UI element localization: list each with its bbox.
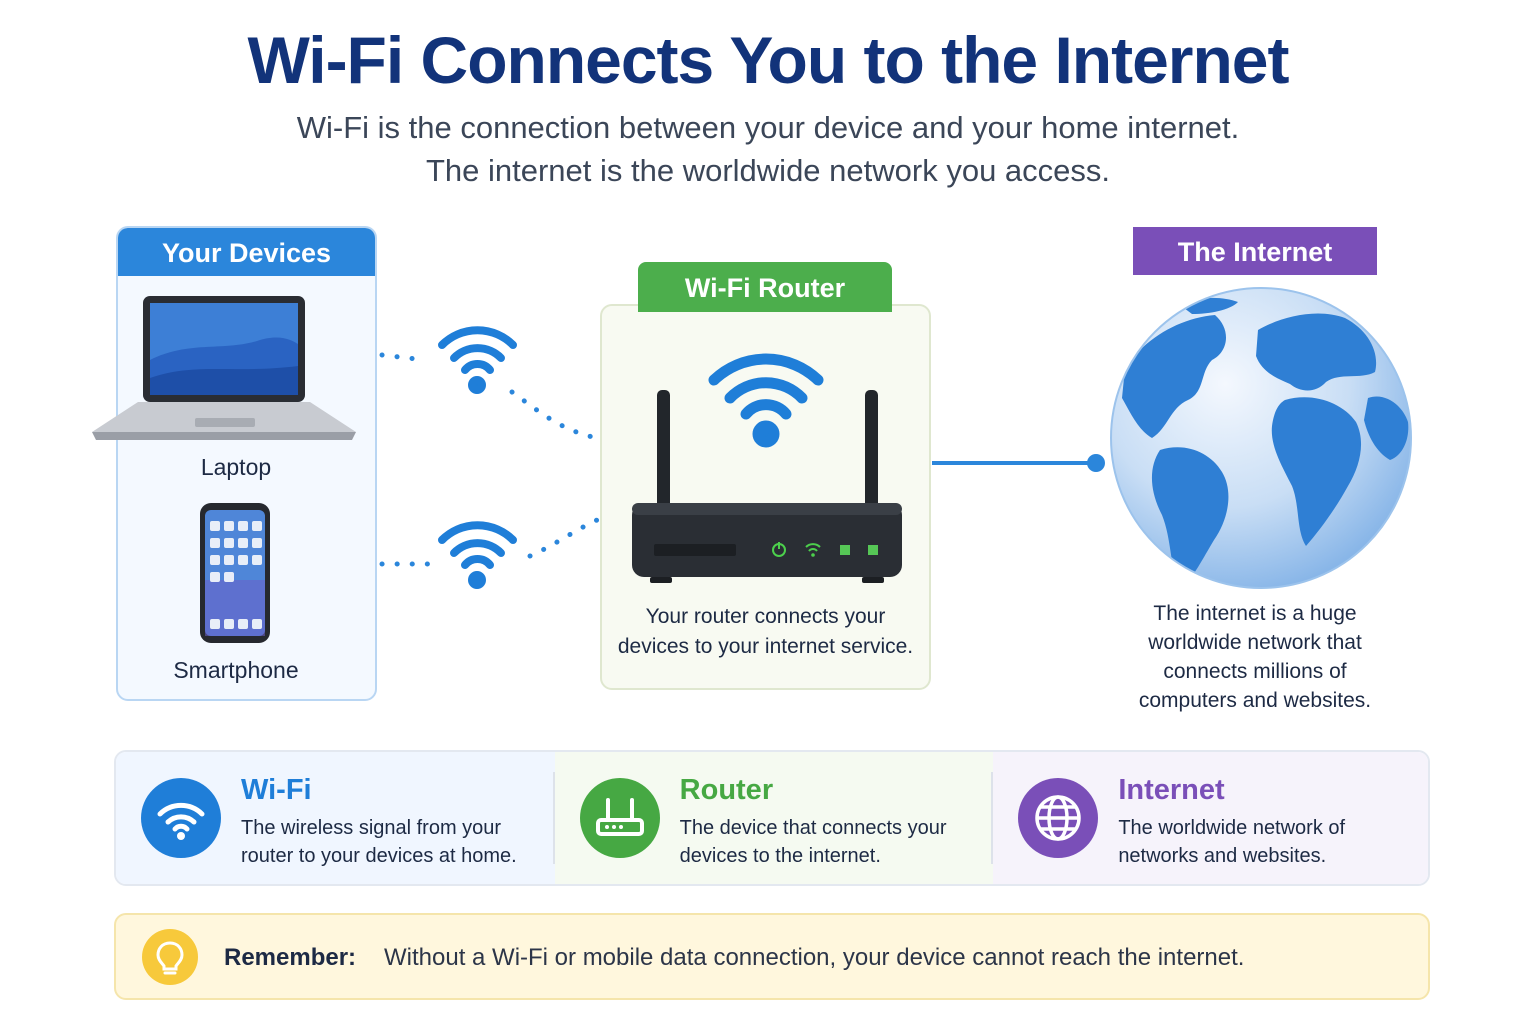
router-internet-connection [932,454,1105,472]
legend-text-internet-line-1: The worldwide network of [1118,817,1346,839]
legend-text-wifi: The wireless signal from your router to … [241,814,541,870]
subtitle-line-1: Wi-Fi is the connection between your dev… [296,110,1240,145]
router-description-line-2: devices to your internet service. [617,635,914,658]
globe-icon [1110,287,1412,589]
internet-description-line-3: connects millions of [1163,660,1347,683]
router-icon-illustration [632,390,902,583]
internet-description: The internet is a huge worldwide network… [1105,599,1405,715]
devices-header: Your Devices [118,228,375,276]
legend-item-wifi: Wi-Fi The wireless signal from your rout… [116,752,555,884]
router-icon [579,778,660,858]
smartphone-label: Smartphone [173,657,299,683]
globe-icon-small [1018,778,1099,858]
remember-text: Without a Wi-Fi or mobile data connectio… [384,944,1245,971]
legend-text-internet: The worldwide network of networks and we… [1118,814,1418,870]
internet-description-line-2: worldwide network that [1148,631,1362,654]
legend-text-wifi-line-2: router to your devices at home. [241,845,517,867]
internet-description-line-4: computers and websites. [1138,689,1372,712]
laptop-icon [92,296,356,440]
router-panel [600,304,931,690]
smartphone-icon [200,503,270,643]
wifi-icon [141,778,221,858]
remember-label: Remember: [224,944,357,971]
router-wifi-icon [708,353,824,448]
legend-item-router: Router The device that connects your dev… [554,752,994,884]
legend-title-router: Router [679,774,774,806]
wifi-signal-icon-lower [438,521,517,589]
legend-text-internet-line-2: networks and websites. [1118,845,1327,867]
legend-text-router: The device that connects your devices to… [680,814,980,870]
router-description-line-1: Your router connects your [645,605,886,628]
lightbulb-icon [142,929,198,985]
legend-divider-2 [991,772,993,864]
legend-divider-1 [553,772,555,864]
laptop-label: Laptop [200,454,272,480]
wifi-dotted-connections [379,352,600,567]
internet-description-line-1: The internet is a huge [1153,602,1357,625]
legend-title-wifi: Wi-Fi [241,774,312,806]
page-title: Wi-Fi Connects You to the Internet [247,23,1290,97]
internet-header: The Internet [1133,227,1377,275]
router-header: Wi-Fi Router [638,262,892,312]
remember-banner: Remember: Without a Wi-Fi or mobile data… [114,913,1430,1000]
legend-text-wifi-line-1: The wireless signal from your [241,817,502,839]
wifi-signal-icon-upper [438,326,517,394]
legend-title-internet: Internet [1118,774,1225,806]
router-description: Your router connects your devices to you… [600,602,931,662]
legend-text-router-line-1: The device that connects your [679,817,947,839]
legend-item-internet: Internet The worldwide network of networ… [993,752,1428,884]
legend-text-router-line-2: devices to the internet. [679,845,881,867]
legend-panel: Wi-Fi The wireless signal from your rout… [114,750,1430,886]
subtitle-line-2: The internet is the worldwide network yo… [425,153,1111,188]
